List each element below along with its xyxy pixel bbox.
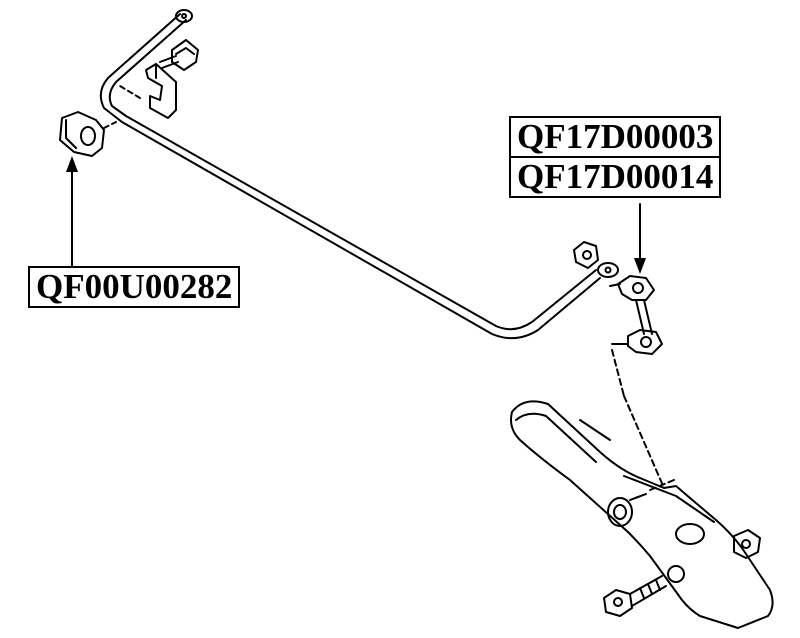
- arrow-head-link: [634, 258, 646, 274]
- arm-nut: [733, 529, 761, 559]
- part-number-link-group: QF17D00003 QF17D00014: [509, 116, 722, 198]
- leader-arrows: [71, 167, 641, 269]
- arm-bolt: [603, 575, 667, 617]
- stabilizer-bar: [99, 9, 619, 340]
- stabilizer-bushing: [59, 111, 117, 157]
- mounting-bolt: [159, 39, 199, 71]
- part-number-link-secondary[interactable]: QF17D00014: [511, 158, 720, 196]
- arrow-head-bushing: [66, 156, 78, 172]
- lower-control-arm: [510, 395, 774, 629]
- part-number-link-primary[interactable]: QF17D00003: [511, 118, 720, 156]
- bar-bracket: [119, 63, 177, 119]
- part-number-bushing[interactable]: QF00U00282: [28, 266, 241, 308]
- label-divider: [511, 156, 720, 158]
- link-nut: [573, 241, 599, 269]
- stabilizer-link: [609, 275, 663, 397]
